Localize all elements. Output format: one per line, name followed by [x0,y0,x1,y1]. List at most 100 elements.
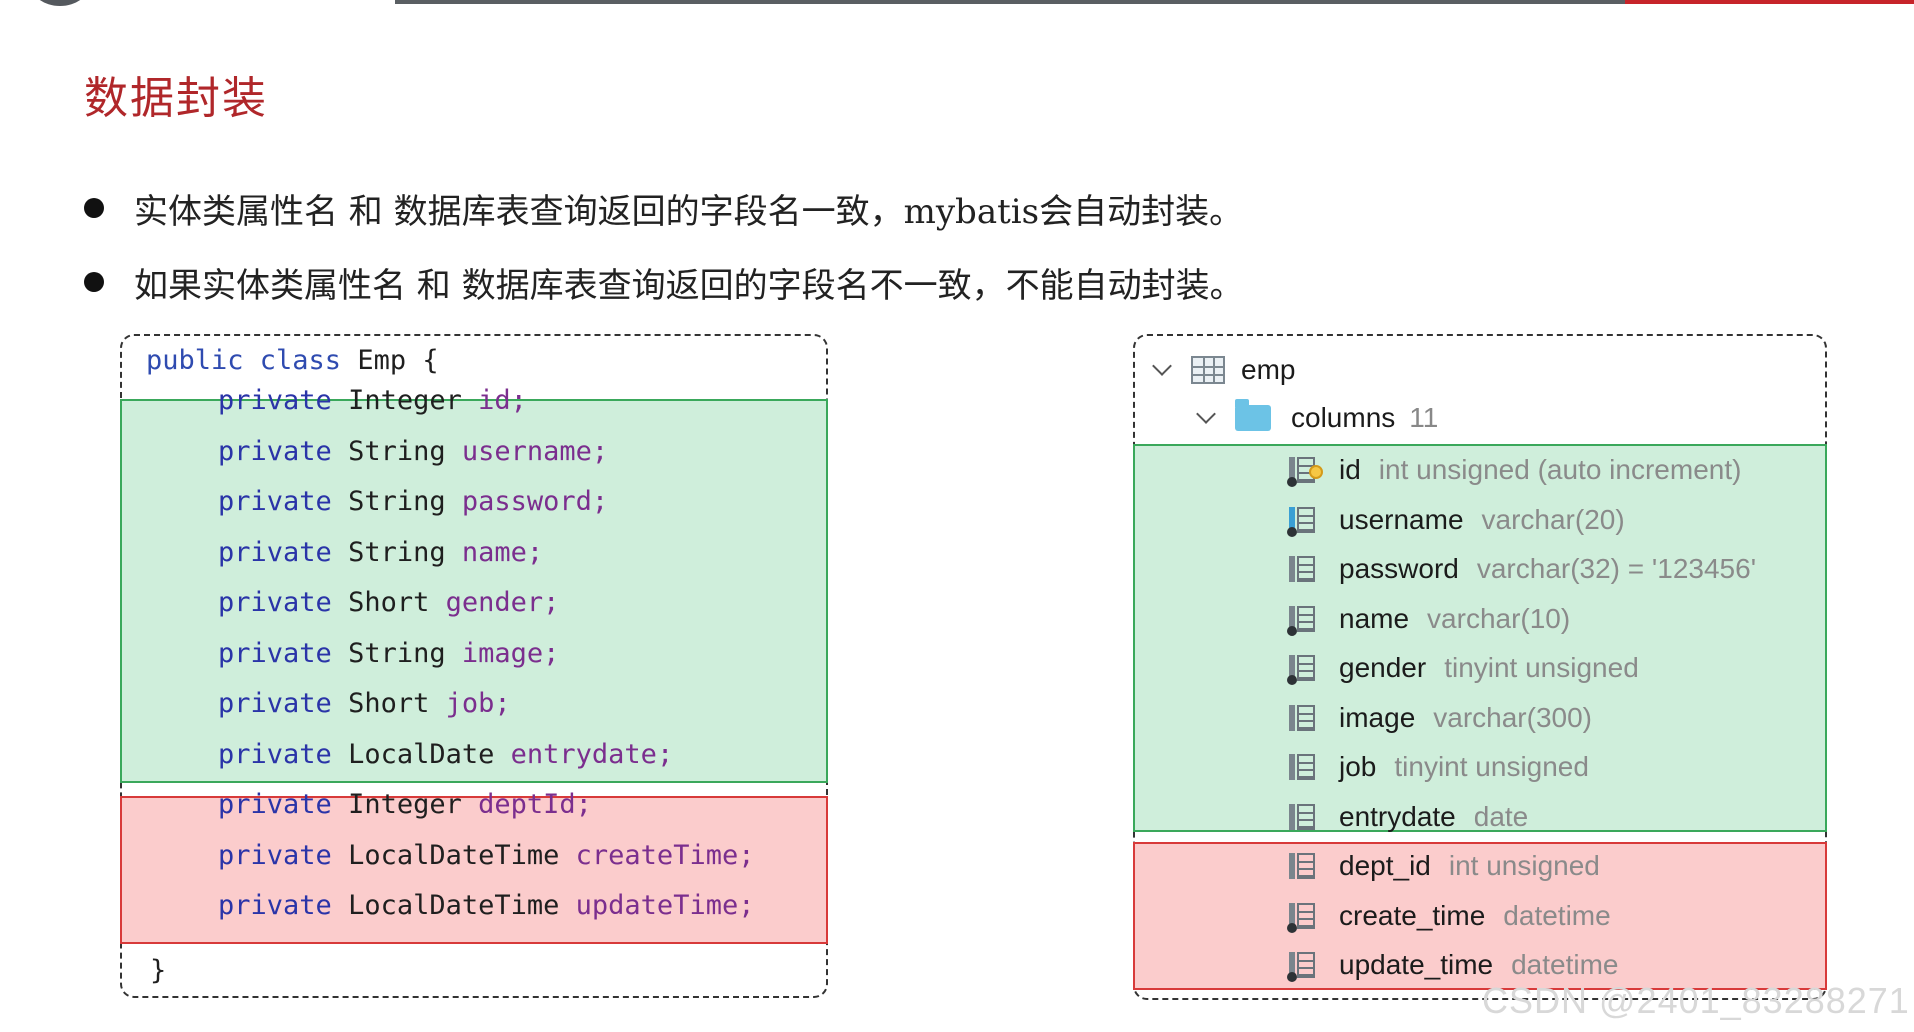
code-line: private String name; [218,528,543,578]
matched-fields-highlight [120,399,828,783]
column-name: dept_id [1339,850,1431,881]
column-name: job [1339,751,1377,782]
field-name: image; [461,637,560,669]
column-icon [1287,554,1317,584]
column-type: int unsigned [1448,850,1600,881]
field-type: String [348,435,446,467]
bullet-item: 如果实体类属性名 和 数据库表查询返回的字段名不一致，不能自动封装。 [84,254,1244,310]
column-icon [1287,703,1317,733]
column-name: image [1339,701,1416,733]
class-name: Emp { [357,345,439,376]
code-line: private String image; [218,629,559,679]
mismatched-fields-highlight [120,796,828,944]
access-modifier: private [218,789,332,820]
column-icon [1287,950,1317,982]
field-type: LocalDateTime [348,890,560,921]
column-name: entrydate [1339,800,1456,832]
column-type: varchar(300) [1433,701,1592,733]
code-line: private LocalDate entrydate; [218,730,673,780]
code-line: private Integer id; [218,376,527,426]
tree-node-column[interactable]: job tinyint unsigned [1287,743,1589,791]
access-modifier: private [218,637,332,669]
column-type: tinyint unsigned [1394,751,1589,782]
code-line: private String password; [218,477,608,527]
access-modifier: private [218,536,332,568]
class-declaration: public class Emp { [146,336,439,386]
field-type: LocalDateTime [348,839,560,871]
field-name: entrydate; [510,738,674,770]
field-name: deptId; [478,789,592,820]
columns-count: 11 [1409,402,1439,433]
column-type: tinyint unsigned [1444,652,1639,683]
column-icon [1287,901,1317,933]
watermark: CSDN @2401_83288271 [1482,980,1910,1021]
code-line: private LocalDateTime createTime; [218,831,754,881]
header-rule [395,0,1625,4]
column-icon [1287,802,1317,832]
field-type: Short [348,587,430,618]
column-name: update_time [1339,949,1494,980]
class-keyword: public class [146,345,342,376]
entity-code-panel: public class Emp { private Integer id;pr… [120,334,828,998]
field-name: id; [478,385,527,416]
code-line: private LocalDateTime updateTime; [218,881,754,931]
field-name: updateTime; [575,890,755,921]
table-name: emp [1241,354,1296,385]
tree-node-table[interactable]: emp [1151,346,1313,394]
column-icon [1287,604,1317,636]
field-name: createTime; [575,839,755,871]
column-name: username [1339,503,1464,535]
column-type: varchar(20) [1481,503,1625,535]
folder-icon [1235,399,1271,431]
access-modifier: private [218,688,332,719]
code-line: private Short job; [218,679,511,729]
bullet-text: 如果实体类属性名 和 数据库表查询返回的字段名不一致，不能自动封装。 [134,265,1244,306]
chevron-down-icon[interactable] [1195,407,1217,429]
logo-mark [30,0,90,6]
class-closing-brace: } [150,955,167,986]
tree-node-column[interactable]: image varchar(300) [1287,694,1592,742]
field-name: job; [445,688,511,719]
slide-title: 数据封装 [84,73,268,124]
mismatched-columns-highlight [1133,842,1827,990]
column-name: password [1339,553,1459,584]
column-type: date [1473,800,1529,832]
chevron-down-icon[interactable] [1151,359,1173,381]
column-icon [1287,505,1317,537]
access-modifier: private [218,839,332,871]
bullet-list: 实体类属性名 和 数据库表查询返回的字段名一致，mybatis会自动封装。 如果… [84,180,1244,328]
column-name: create_time [1339,899,1486,931]
access-modifier: private [218,738,332,770]
tree-node-columns[interactable]: columns 11 [1195,394,1438,442]
code-line: private Short gender; [218,578,559,628]
primary-key-column-icon [1287,455,1323,487]
column-type: datetime [1503,899,1611,931]
tree-node-column[interactable]: dept_id int unsigned [1287,842,1600,890]
table-icon [1191,356,1225,384]
column-name: id [1339,454,1361,485]
column-type: varchar(10) [1427,602,1571,634]
field-type: Integer [348,789,462,820]
field-type: String [348,637,446,669]
access-modifier: private [218,435,332,467]
tree-node-column[interactable]: entrydate date [1287,793,1528,841]
column-icon [1287,752,1317,782]
field-name: name; [461,536,544,568]
code-line: private String username; [218,427,608,477]
field-type: LocalDate [348,738,495,770]
tree-node-column[interactable]: username varchar(20) [1287,496,1625,544]
field-name: gender; [445,587,560,618]
columns-label: columns [1291,402,1396,433]
field-name: username; [461,435,609,467]
access-modifier: private [218,385,332,416]
access-modifier: private [218,890,332,921]
tree-node-column[interactable]: create_time datetime [1287,892,1611,940]
code-line: private Integer deptId; [218,780,592,830]
access-modifier: private [218,587,332,618]
